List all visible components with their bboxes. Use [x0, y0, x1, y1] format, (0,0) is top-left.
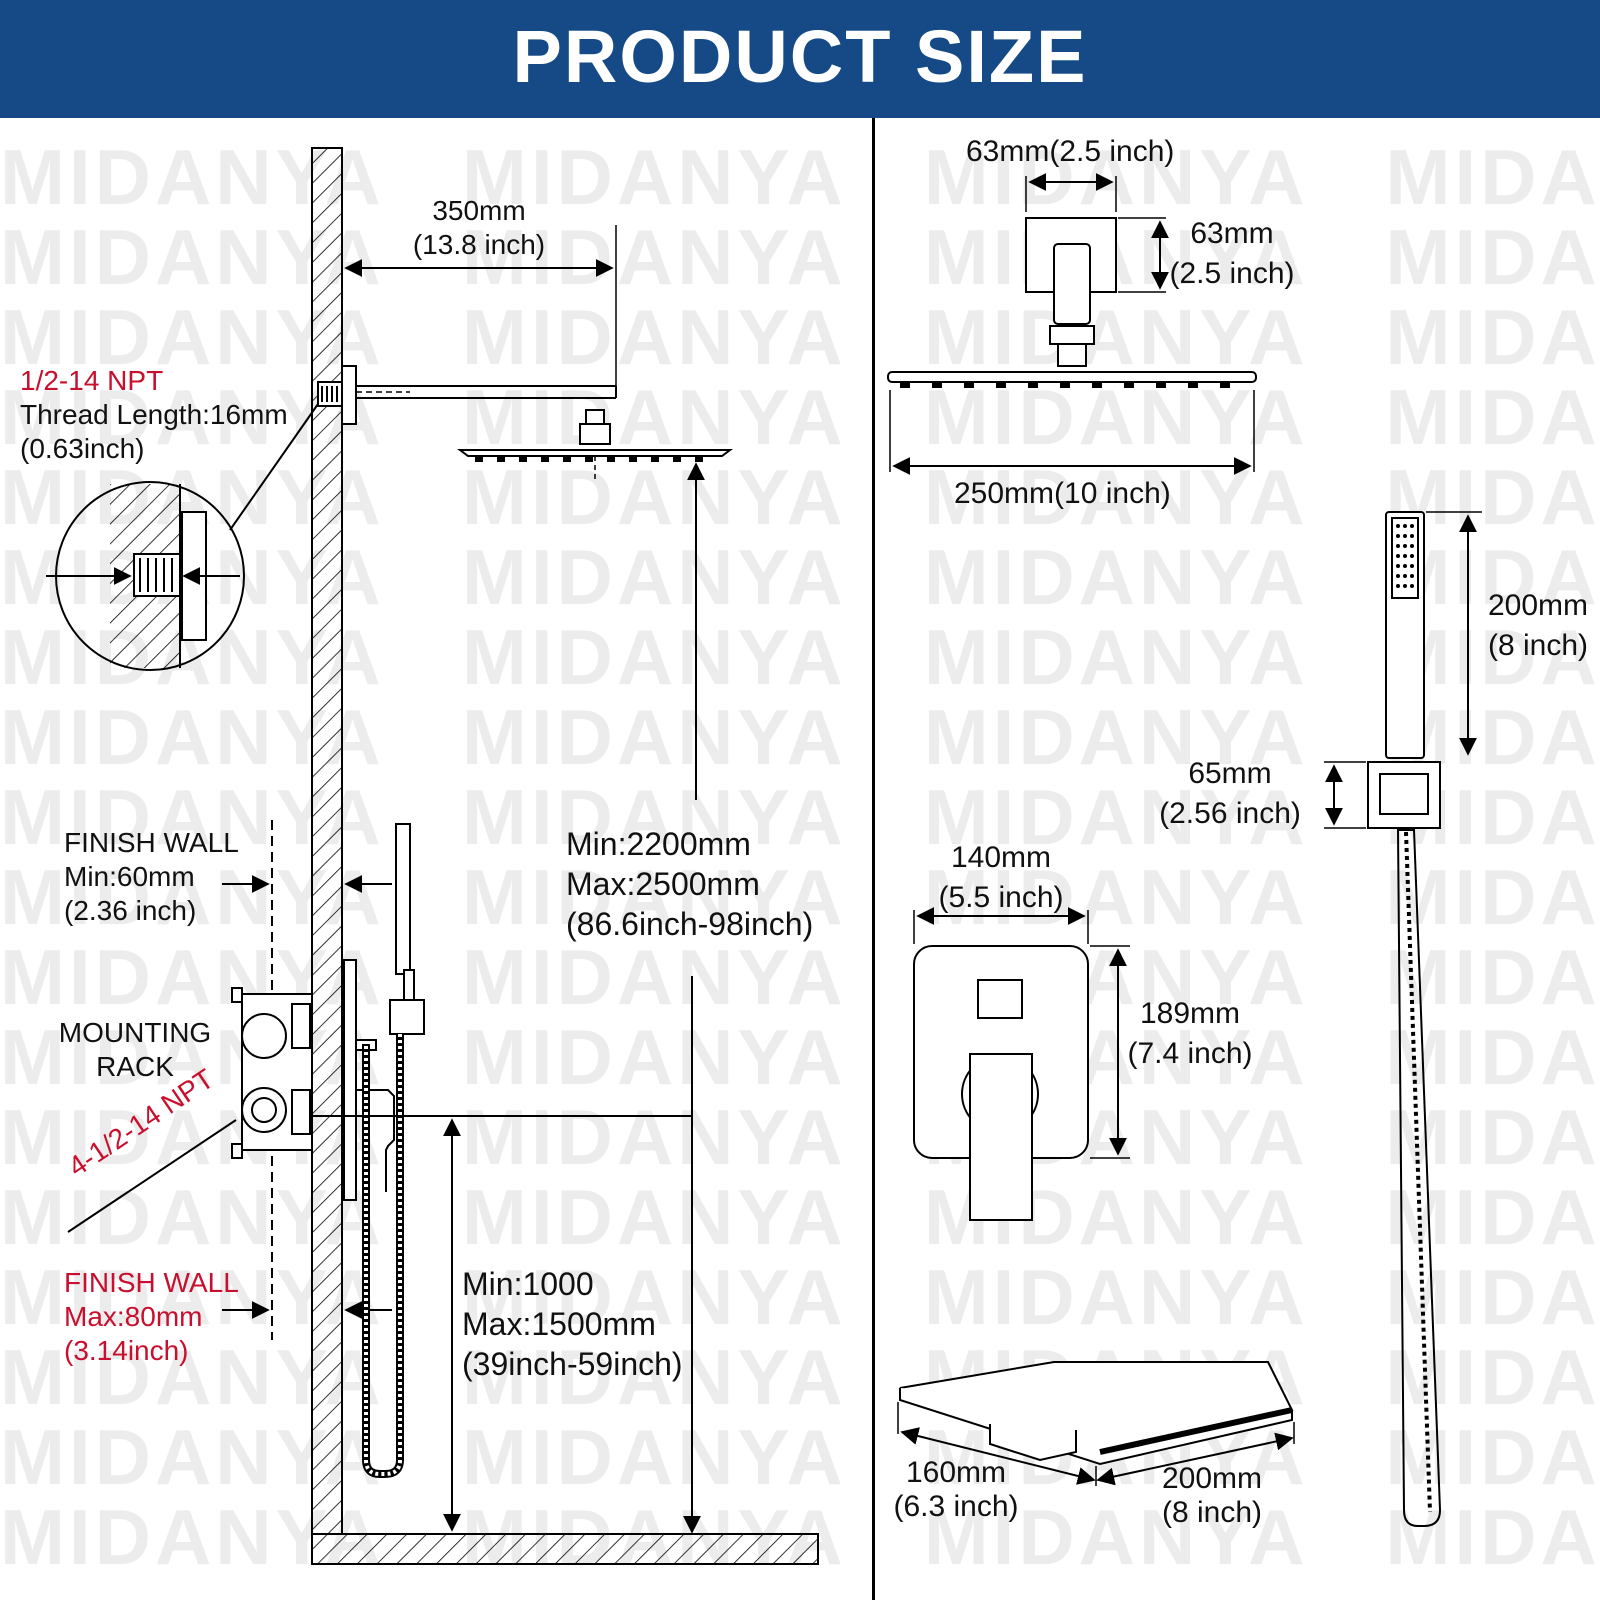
mounting-rack-label: MOUNTING RACK — [58, 1017, 212, 1082]
hand-shower-front — [1367, 511, 1442, 1527]
arm-length-label: 350mm (13.8 inch) — [412, 195, 546, 260]
valve-trim-plate-front — [913, 945, 1089, 1221]
inlet-leader — [67, 1119, 237, 1233]
panel-divider — [872, 118, 875, 1600]
head-width-label: 250mm(10 inch) — [954, 477, 1171, 510]
plate-height-label: 189mm (7.4 inch) — [1127, 997, 1253, 1070]
finish-wall-min-label: FINISH WALL Min:60mm (2.36 inch) — [64, 827, 239, 926]
mounting-rack-valve — [231, 987, 313, 1159]
holder-size-label: 65mm (2.56 inch) — [1159, 757, 1301, 830]
wall-section — [311, 147, 819, 1565]
rain-shower-head-front — [887, 217, 1257, 388]
handheld-length-label: 200mm (8 inch) — [1487, 589, 1589, 662]
spout-depth-dimension — [900, 1427, 1096, 1485]
trim-and-handheld-side — [343, 823, 425, 1478]
watermark-row: MIDANYA MIDANYA MIDANYA MIDANYA — [0, 133, 1600, 221]
flange-height-label: 63mm (2.5 inch) — [1169, 217, 1295, 290]
header-banner: PRODUCT SIZE — [0, 0, 1600, 118]
finish-wall-max-label: FINISH WALL Max:80mm (3.14inch) — [64, 1267, 239, 1366]
watermark-row: MIDANYA MIDANYA MIDANYA MIDANYA — [0, 1253, 1600, 1341]
spout-depth-label: 160mm (6.3 inch) — [893, 1456, 1019, 1523]
thread-detail-circle — [46, 403, 319, 671]
watermark: MIDANYA MIDANYA MIDANYA MIDANYA MIDANYA … — [0, 118, 1600, 1600]
tub-spout — [899, 1361, 1294, 1466]
watermark-row: MIDANYA MIDANYA MIDANYA MIDANYA — [0, 1333, 1600, 1421]
watermark-row: MIDANYA MIDANYA MIDANYA MIDANYA — [0, 853, 1600, 941]
flange-width-label: 63mm(2.5 inch) — [966, 135, 1175, 168]
spout-width-label: 200mm (8 inch) — [1161, 1462, 1263, 1529]
rain-shower-head-side — [317, 225, 733, 482]
valve-height-label: Min:1000 Max:1500mm (39inch-59inch) — [462, 1266, 683, 1382]
thread-spec-label: 1/2-14 NPT Thread Length:16mm (0.63inch) — [20, 365, 288, 464]
spout-width-dimension — [1096, 1432, 1294, 1486]
head-height-label: Min:2200mm Max:2500mm (86.6inch-98inch) — [566, 826, 814, 942]
plate-width-label: 140mm (5.5 inch) — [938, 841, 1064, 914]
page-title: PRODUCT SIZE — [512, 15, 1088, 98]
